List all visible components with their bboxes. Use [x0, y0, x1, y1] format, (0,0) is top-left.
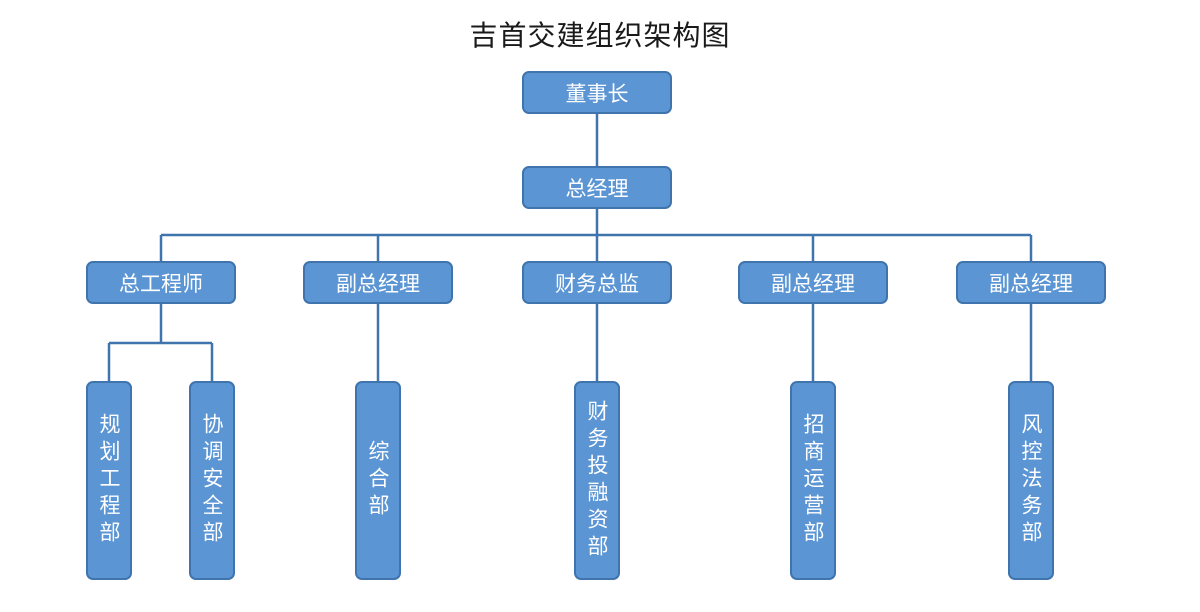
finance-dept-label: 财务投融资部: [585, 399, 609, 562]
deputy-gm-box-1: 副总经理: [303, 261, 453, 304]
planning-dept-box: 规划工程部: [86, 381, 132, 580]
finance-director-box: 财务总监: [522, 261, 672, 304]
risk-dept-label: 风控法务部: [1019, 413, 1043, 548]
planning-dept-label: 规划工程部: [97, 413, 121, 548]
chairman-box: 董事长: [522, 71, 672, 114]
general-dept-box: 综合部: [355, 381, 401, 580]
general-dept-label: 综合部: [366, 440, 390, 521]
deputy-gm-box-3: 副总经理: [956, 261, 1106, 304]
safety-dept-label: 协调安全部: [200, 413, 224, 548]
operations-dept-label: 招商运营部: [801, 413, 825, 548]
chart-title: 吉首交建组织架构图: [469, 19, 731, 52]
safety-dept-box: 协调安全部: [189, 381, 235, 580]
deputy-gm-box-2: 副总经理: [738, 261, 888, 304]
risk-dept-box: 风控法务部: [1008, 381, 1054, 580]
chief-engineer-box: 总工程师: [86, 261, 236, 304]
finance-dept-box: 财务投融资部: [574, 381, 620, 580]
general-manager-box: 总经理: [522, 166, 672, 209]
operations-dept-box: 招商运营部: [790, 381, 836, 580]
